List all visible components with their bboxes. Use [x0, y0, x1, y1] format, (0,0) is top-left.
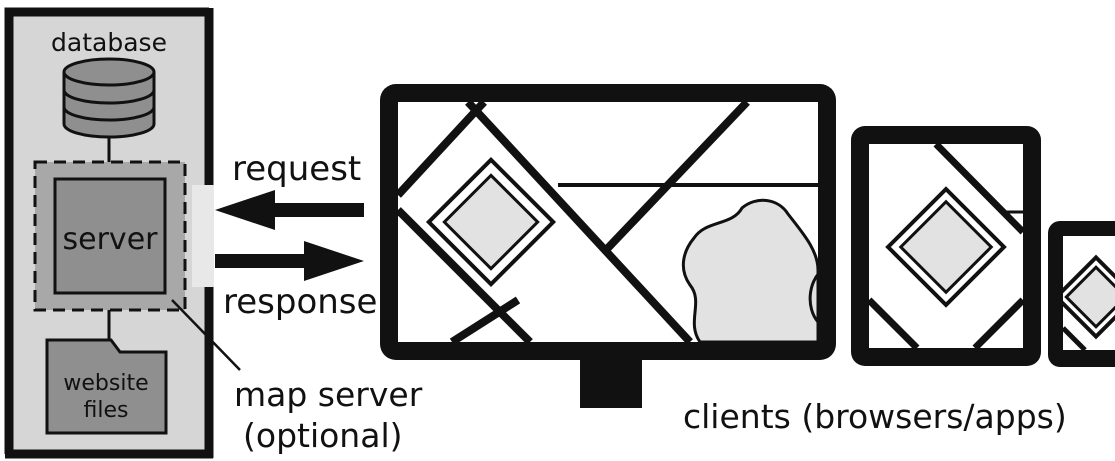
desktop-monitor: [380, 84, 836, 408]
map-server-label-line1: map server: [234, 375, 423, 414]
map-feature-blob: [681, 198, 818, 342]
server-box: [53, 177, 167, 295]
map-server-callout-line: [171, 299, 241, 371]
database-label: database: [51, 28, 167, 57]
map-server-label-line2: (optional): [243, 416, 403, 455]
response-label: response: [223, 282, 377, 322]
request-label: request: [232, 149, 361, 189]
clients-label: clients (browsers/apps): [683, 397, 1067, 436]
server-label: server: [63, 222, 159, 257]
phone-device: [1048, 221, 1115, 367]
folder-icon: [45, 338, 168, 435]
arrow-right-icon: [215, 241, 364, 281]
tablet-device: [851, 126, 1041, 366]
arrow-left-icon: [215, 190, 364, 230]
website-files-label-line1: website: [63, 371, 148, 396]
website-files-label-line2: files: [84, 398, 129, 423]
database-cylinder-icon: [62, 57, 156, 139]
